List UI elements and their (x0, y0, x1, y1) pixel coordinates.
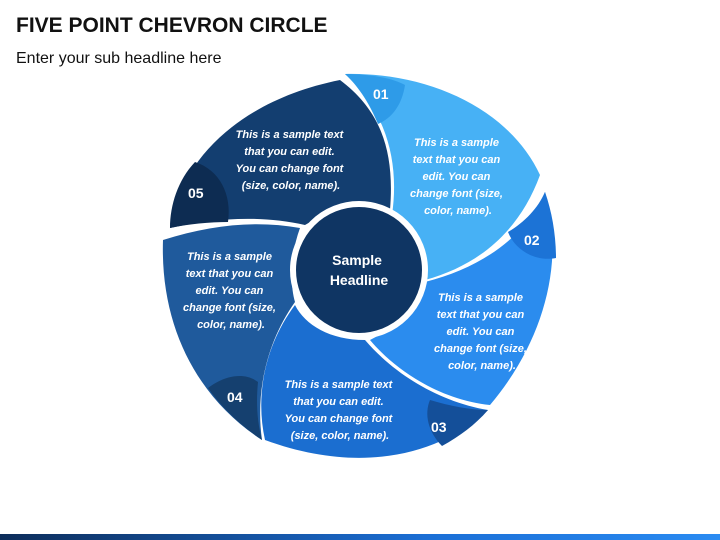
segment-05-number: 05 (188, 185, 204, 201)
segment-02[interactable]: 02 This is a sample text that you can ed… (370, 192, 556, 405)
page-subtitle: Enter your sub headline here (16, 50, 222, 67)
page-title: FIVE POINT CHEVRON CIRCLE (16, 14, 328, 37)
segment-03-number: 03 (431, 419, 447, 435)
segment-04[interactable]: 04 This is a sample text that you can ed… (162, 224, 300, 440)
segment-01-number: 01 (373, 86, 389, 102)
segment-01-text: This is a sample text that you can edit.… (410, 137, 506, 217)
segment-01[interactable]: 01 This is a sample text that you can ed… (345, 73, 540, 280)
segment-05-text: This is a sample text that you can edit.… (236, 129, 347, 192)
segment-04-shape (162, 224, 300, 440)
segment-01-tab (345, 74, 405, 124)
segment-02-tab (508, 192, 556, 259)
segment-02-shape (370, 192, 553, 405)
segment-03[interactable]: 03 This is a sample text that you can ed… (261, 305, 488, 458)
segment-04-tab (208, 376, 262, 440)
segment-03-text: This is a sample text that you can edit.… (285, 379, 396, 442)
segment-04-number: 04 (227, 389, 243, 405)
footer-bar (0, 534, 720, 540)
center-circle-shape (290, 201, 428, 339)
segment-03-tab (427, 400, 488, 446)
segment-02-number: 02 (524, 232, 540, 248)
segment-04-text: This is a sample text that you can edit.… (183, 251, 279, 331)
segment-01-shape (345, 73, 540, 280)
segment-05-shape (170, 80, 391, 228)
segment-05[interactable]: 05 This is a sample text that you can ed… (170, 80, 391, 228)
segment-02-text: This is a sample text that you can edit.… (434, 292, 530, 372)
center-headline: Sample Headline (330, 252, 389, 288)
segment-05-tab (170, 162, 229, 228)
center-circle[interactable]: Sample Headline (290, 201, 428, 339)
